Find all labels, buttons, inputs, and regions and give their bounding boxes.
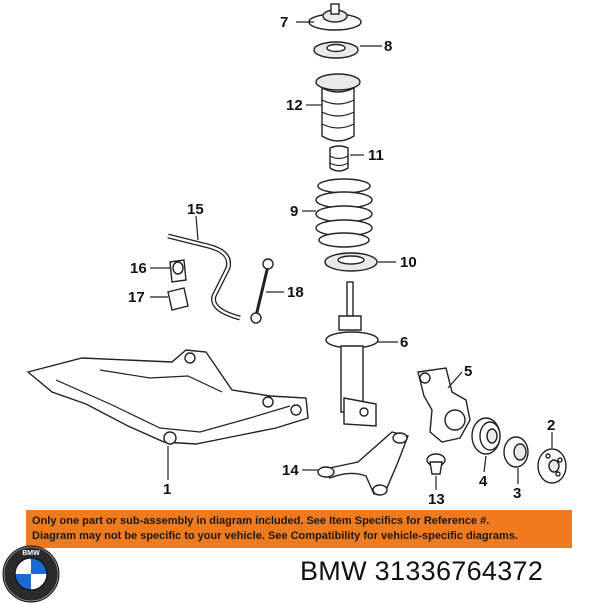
part-7-strut-mount <box>308 3 362 31</box>
part-16-stabilizer-bushing <box>169 259 187 283</box>
callout-9: 9 <box>290 203 298 220</box>
part-2-wheel-hub <box>537 448 567 484</box>
part-10-spring-seat <box>324 252 378 272</box>
callout-2: 2 <box>547 417 555 434</box>
callout-12: 12 <box>286 97 303 114</box>
part-14-lower-control-arm <box>317 431 409 496</box>
part-11-bump-stop <box>329 145 349 172</box>
part-4-hub-bearing <box>471 417 501 455</box>
callout-11: 11 <box>368 147 384 164</box>
callout-17: 17 <box>128 289 145 306</box>
callout-15: 15 <box>187 201 204 218</box>
part-number-title: BMW 31336764372 <box>300 556 544 586</box>
part-17-bushing-bracket <box>167 287 189 311</box>
callout-16: 16 <box>130 260 147 277</box>
compatibility-notice: Only one part or sub-assembly in diagram… <box>26 510 572 548</box>
notice-line-2: Diagram may not be specific to your vehi… <box>32 530 518 542</box>
part-1-front-subframe <box>26 349 309 445</box>
callout-6: 6 <box>400 334 408 351</box>
part-8-bearing <box>313 41 359 59</box>
callout-10: 10 <box>400 254 417 271</box>
callout-4: 4 <box>479 473 488 490</box>
leader-lines <box>150 21 553 490</box>
part-9-coil-spring <box>315 178 373 248</box>
suspension-exploded-diagram: 7 8 12 11 9 10 6 5 2 4 3 13 14 15 16 17 … <box>26 3 567 505</box>
callout-18: 18 <box>287 284 304 301</box>
logo-text: BMW <box>22 550 40 557</box>
notice-line-1: Only one part or sub-assembly in diagram… <box>32 515 490 527</box>
callout-1: 1 <box>163 481 171 498</box>
part-15-stabilizer-bar <box>167 233 241 321</box>
part-5-steering-knuckle <box>417 367 471 443</box>
callout-8: 8 <box>384 38 392 55</box>
callout-13: 13 <box>428 491 445 505</box>
callout-7: 7 <box>280 14 288 31</box>
part-18-stabilizer-link <box>250 258 274 324</box>
callout-14: 14 <box>282 462 299 479</box>
callout-3: 3 <box>513 485 521 502</box>
bmw-logo: BMW <box>2 545 60 603</box>
part-6-strut <box>325 281 379 427</box>
part-12-dust-boot <box>315 73 361 142</box>
part-13-ball-joint <box>426 453 446 475</box>
part-3-wheel-bearing <box>503 436 529 468</box>
callout-5: 5 <box>464 363 472 380</box>
